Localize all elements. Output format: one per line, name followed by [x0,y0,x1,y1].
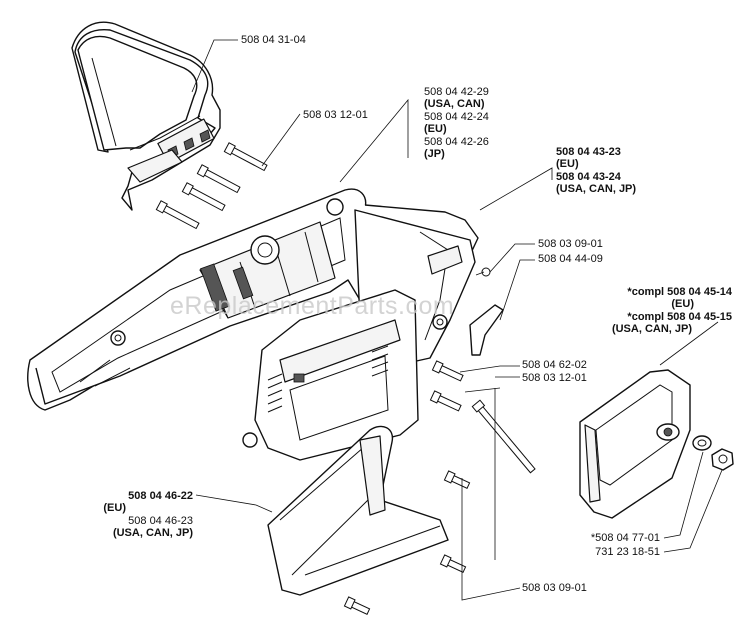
label-cover-1-region: (USA, CAN) [424,98,485,110]
label-cover-2-region: (EU) [424,123,447,135]
washer-nut-part[interactable] [692,435,734,471]
label-side-2: *compl 508 04 45-15 [627,311,732,323]
label-screw-bottom: 508 03 09-01 [522,582,587,594]
label-cover-2: 508 04 42-24 [424,111,489,123]
label-screw-top: 508 03 12-01 [303,109,368,121]
label-screw-a: 508 04 62-02 [522,359,587,371]
screw-set-lower[interactable] [343,360,536,616]
watermark: eReplacementParts.com [170,292,455,320]
label-plate-2-region: (USA, CAN, JP) [556,183,637,195]
label-guard-1: 508 04 46-22 [128,490,193,502]
label-side-2-region: (USA, CAN, JP) [611,323,692,335]
chain-guard-part[interactable] [267,425,449,596]
label-screw-mid: 508 03 09-01 [538,238,603,250]
label-cover-3: 508 04 42-26 [424,136,489,148]
handle-part[interactable] [71,21,221,211]
label-handle: 508 04 31-04 [241,34,306,46]
label-side-1-region: (EU) [671,298,694,310]
label-plate-2: 508 04 43-24 [556,171,621,183]
label-guard-2-region: (USA, CAN, JP) [112,527,193,539]
label-screw-b: 508 03 12-01 [522,372,587,384]
bracket-part[interactable] [469,267,504,356]
leader-lines [191,39,723,601]
screw-set-upper[interactable] [155,142,268,230]
side-plate-part[interactable] [242,289,419,461]
label-plate-1: 508 04 43-23 [556,146,621,158]
label-nut: 731 23 18-51 [595,546,660,558]
label-bracket: 508 04 44-09 [538,253,603,265]
label-cover-3-region: (JP) [424,148,445,160]
side-cover-part[interactable] [579,369,691,519]
label-cover-1: 508 04 42-29 [424,86,489,98]
label-side-1: *compl 508 04 45-14 [627,286,732,298]
label-plate-1-region: (EU) [556,158,579,170]
label-guard-2: 508 04 46-23 [128,515,193,527]
label-guard-1-region: (EU) [103,502,126,514]
label-washer: *508 04 77-01 [590,532,660,544]
